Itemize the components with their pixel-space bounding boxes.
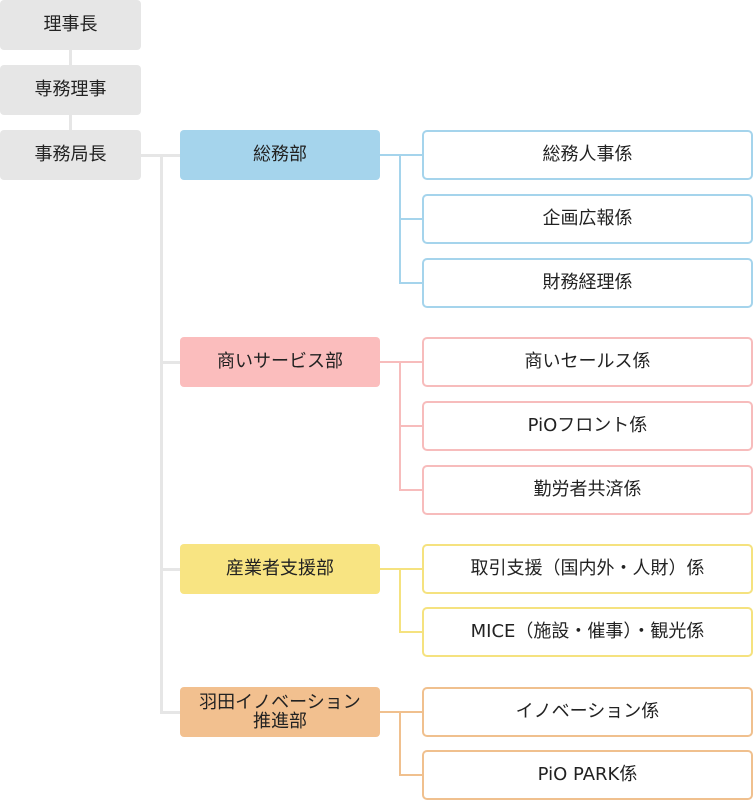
dept-2-branch-3 (399, 489, 422, 491)
exec-secretary-general[interactable]: 事務局長 (0, 130, 141, 180)
section-pio-park[interactable]: PiO PARK係 (422, 750, 753, 800)
section-business-sales[interactable]: 商いセールス係 (422, 337, 753, 387)
exec-chairman[interactable]: 理事長 (0, 0, 141, 50)
dept-1-branch-3 (399, 282, 422, 284)
dept-4-connector-h (380, 711, 422, 713)
dept-4-branch-2 (399, 774, 422, 776)
exec-secretary-general-label: 事務局長 (34, 144, 107, 165)
trunk-vertical (160, 154, 163, 714)
dept-haneda-innovation-label-line2: 推進部 (253, 711, 307, 732)
section-planning-pr[interactable]: 企画広報係 (422, 194, 753, 244)
dept-2-connector-h (380, 361, 422, 363)
dept-1-branch-2 (399, 218, 422, 220)
section-label: PiOフロント係 (527, 415, 648, 436)
dept-haneda-innovation[interactable]: 羽田イノベーション 推進部 (180, 687, 380, 737)
section-finance-accounting[interactable]: 財務経理係 (422, 258, 753, 308)
section-label: PiO PARK係 (537, 764, 638, 785)
dept-industry-support-label: 産業者支援部 (226, 558, 334, 579)
dept-2-branch-2 (399, 425, 422, 427)
dept-general-affairs[interactable]: 総務部 (180, 130, 380, 180)
dept-business-services-label: 商いサービス部 (217, 351, 343, 372)
section-pio-front[interactable]: PiOフロント係 (422, 401, 753, 451)
section-innovation[interactable]: イノベーション係 (422, 687, 753, 737)
dept-general-affairs-label: 総務部 (253, 144, 307, 165)
section-general-hr[interactable]: 総務人事係 (422, 130, 753, 180)
exec-chairman-label: 理事長 (43, 14, 98, 35)
section-trade-support[interactable]: 取引支援（国内外・人財）係 (422, 544, 753, 594)
trunk-branch-dept-2 (160, 361, 180, 364)
dept-1-connector-h (380, 154, 422, 156)
dept-business-services[interactable]: 商いサービス部 (180, 337, 380, 387)
section-label: 勤労者共済係 (533, 479, 642, 500)
exec-senior-director[interactable]: 専務理事 (0, 65, 141, 115)
trunk-branch-dept-4 (160, 711, 180, 714)
section-label: イノベーション係 (515, 701, 660, 722)
dept-haneda-innovation-label-line1: 羽田イノベーション (199, 692, 361, 713)
dept-industry-support[interactable]: 産業者支援部 (180, 544, 380, 594)
dept-3-connector-h (380, 568, 422, 570)
dept-4-connector-v (399, 711, 401, 776)
section-label: 商いセールス係 (524, 351, 651, 372)
section-label: 総務人事係 (542, 144, 633, 165)
section-worker-mutual-aid[interactable]: 勤労者共済係 (422, 465, 753, 515)
dept-3-branch-2 (399, 631, 422, 633)
connector-senior-to-secretary (69, 115, 72, 130)
trunk-branch-dept-3 (160, 568, 180, 571)
section-label: MICE（施設・催事）・観光係 (470, 621, 705, 642)
exec-senior-director-label: 専務理事 (34, 79, 107, 100)
section-label: 財務経理係 (542, 272, 633, 293)
dept-3-connector-v (399, 568, 401, 633)
connector-chairman-to-senior (69, 50, 72, 65)
section-label: 取引支援（国内外・人財）係 (470, 558, 705, 579)
section-label: 企画広報係 (542, 208, 633, 229)
section-mice-tourism[interactable]: MICE（施設・催事）・観光係 (422, 607, 753, 657)
